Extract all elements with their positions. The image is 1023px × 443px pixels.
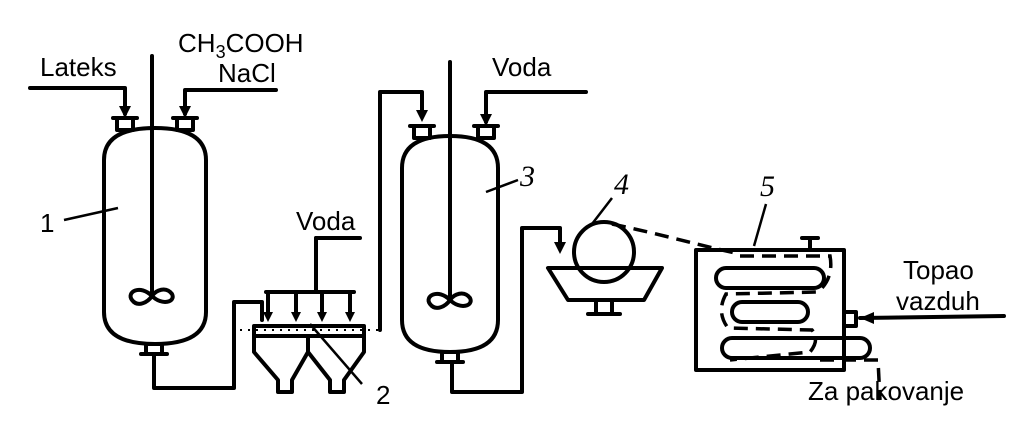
drum-filter-4 [546, 220, 664, 316]
line-v1-to-filter [152, 300, 264, 390]
leader-3 [485, 178, 519, 194]
leader-1 [63, 206, 119, 222]
leader-4 [591, 197, 613, 225]
label-voda-top: Voda [492, 52, 552, 82]
label-nacl: NaCl [218, 58, 276, 88]
leader-2 [309, 323, 363, 385]
lateks-arrow-icon [119, 106, 131, 118]
number-2: 2 [376, 380, 390, 410]
hot-air-arrow-icon [860, 312, 874, 324]
vessel-1 [102, 54, 208, 356]
label-acetic-acid: CH3COOH [178, 28, 304, 62]
acid-feed-line [183, 88, 278, 116]
voda-feed-line [484, 90, 588, 124]
line-v3-to-drum [450, 226, 562, 394]
hot-air-nozzle [842, 310, 858, 328]
line-filter-to-v3 [378, 90, 424, 332]
number-4: 4 [614, 168, 629, 201]
drum-inlet-arrow-icon [554, 242, 566, 254]
number-1: 1 [40, 208, 54, 238]
voda-arrow-icon [480, 114, 492, 126]
label-voda-mid: Voda [296, 206, 356, 236]
number-5: 5 [760, 170, 775, 203]
leader-5 [752, 203, 768, 247]
vessel-3 [400, 60, 500, 364]
lateks-feed-line [28, 86, 127, 116]
number-3: 3 [519, 160, 535, 193]
filter-2 [240, 236, 380, 394]
label-topao: Topao [903, 255, 974, 285]
label-za-pakovanje: Za pakovanje [808, 376, 964, 406]
v3-inlet-arrow-icon [416, 110, 428, 122]
label-vazduh: vazduh [896, 286, 980, 316]
label-lateks: Lateks [40, 52, 117, 82]
hot-air-line [858, 314, 1006, 320]
acid-arrow-icon [179, 106, 191, 118]
